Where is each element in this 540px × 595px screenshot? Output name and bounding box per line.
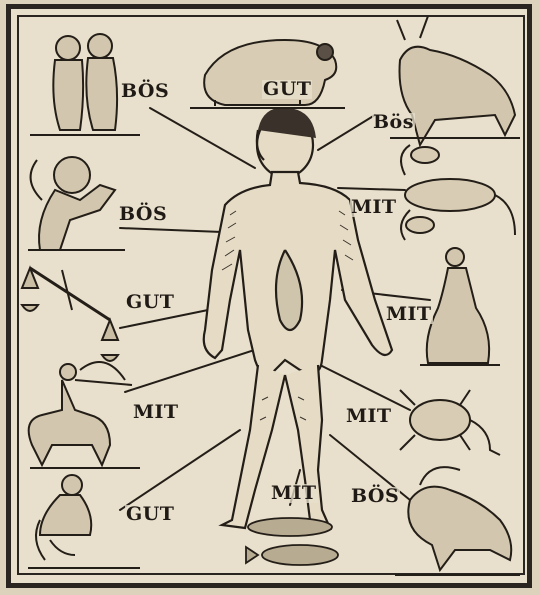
human-figure xyxy=(204,108,392,528)
label-gemini: BÖS xyxy=(120,82,170,101)
leo-lion xyxy=(28,157,125,250)
label-taurus: Bös xyxy=(372,113,415,132)
pisces-fish xyxy=(246,518,338,565)
libra-scales xyxy=(22,268,118,361)
label-pisces: MIT xyxy=(270,484,318,503)
label-aries: GUT xyxy=(262,80,312,99)
sagittarius-centaur xyxy=(29,362,140,468)
cancer-crayfish xyxy=(401,145,515,240)
label-capricorn: BÖS xyxy=(350,487,400,506)
label-leo: BÖS xyxy=(118,205,168,224)
line-aquarius xyxy=(120,430,240,510)
scorpio-scorpion xyxy=(400,390,500,455)
label-scorpio: MIT xyxy=(345,407,393,426)
capricorn-goat xyxy=(395,467,520,575)
label-cancer: MIT xyxy=(350,198,398,217)
line-gemini xyxy=(150,108,255,168)
label-aquarius: GUT xyxy=(125,505,175,524)
line-sagittarius xyxy=(125,345,270,392)
aquarius-figure xyxy=(28,475,140,568)
line-leo xyxy=(120,228,222,232)
line-cancer xyxy=(338,188,405,190)
label-libra: GUT xyxy=(125,293,175,312)
line-taurus xyxy=(318,115,375,150)
label-sagittarius: MIT xyxy=(132,403,180,422)
label-virgo: MIT xyxy=(385,305,433,324)
